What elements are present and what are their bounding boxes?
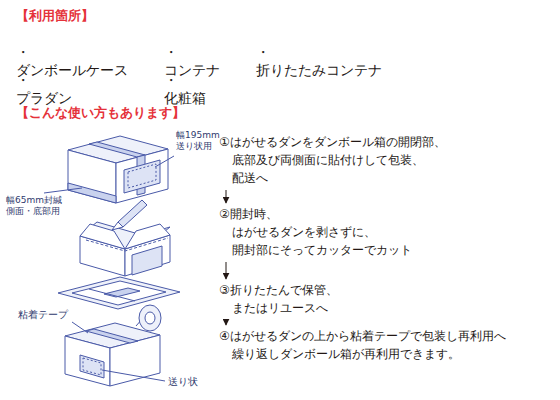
- part-label: 粘着テープ: [18, 309, 68, 322]
- closed-box: [68, 136, 168, 203]
- usage-item: ・折りたたみコンテナ: [256, 44, 382, 79]
- opened-box: [80, 222, 170, 276]
- step-text: ④はがせるダンの上から粘着テープで包装し再利用へ 繰り返しダンボール箱が再利用で…: [219, 327, 506, 363]
- leader-line: [72, 322, 88, 333]
- folded-sheet: [58, 277, 180, 309]
- usage-item: ・プラダン: [16, 72, 72, 107]
- section-heading: 【利用箇所】: [16, 8, 94, 24]
- step-block: ③折りたたんで保管、またはリユースへ: [219, 281, 338, 317]
- section-heading: 【こんな使い方もあります】: [16, 105, 185, 121]
- step-block: ②開封時、はがせるダンを剥さずに、 開封部にそってカッターでカット: [219, 205, 412, 259]
- leader-line: [102, 370, 165, 381]
- step-block: ①はがせるダンをダンボール箱の開閉部、 底部及び両側面に貼付けして包装、配送へ: [219, 133, 446, 187]
- part-label: 送り状: [168, 376, 198, 389]
- step-text: ②開封時、はがせるダンを剥さずに、 開封部にそってカッターでカット: [219, 205, 412, 259]
- leader-line: [155, 156, 174, 167]
- part-label: 幅65mm封緘 側面・底部用: [6, 195, 62, 218]
- leader-line: [44, 188, 82, 193]
- step-block: ④はがせるダンの上から粘着テープで包装し再利用へ 繰り返しダンボール箱が再利用で…: [219, 327, 506, 363]
- flow-arrow: [226, 320, 227, 325]
- step-text: ③折りたたんで保管、またはリユースへ: [219, 281, 338, 317]
- cutter-knife: [112, 200, 147, 230]
- tape-roll: [136, 305, 161, 331]
- taped-box: [65, 323, 160, 386]
- flow-arrow: [226, 190, 227, 203]
- flow-arrow: [226, 262, 227, 279]
- usage-item: ・ダンボールケース: [16, 44, 128, 79]
- part-label: 幅195mm 送り状用: [176, 130, 220, 153]
- step-text: ①はがせるダンをダンボール箱の開閉部、 底部及び両側面に貼付けして包装、配送へ: [219, 133, 446, 187]
- usage-item: ・化粧箱: [164, 72, 206, 107]
